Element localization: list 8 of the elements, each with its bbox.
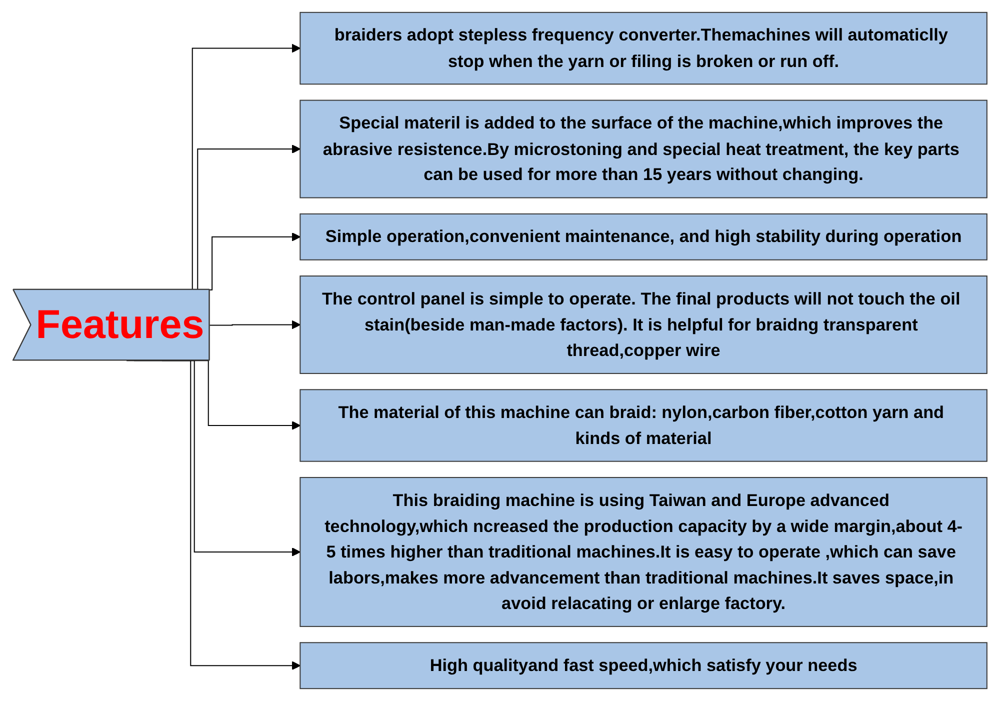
node-box: The material of this machine can braid: nylon,carbon fiber,cotton yarn and kinds of material [300,389,988,462]
node-box: braiders adopt stepless frequency converter.Themachines will automaticlly stop when the yarn or filing is broken or run off. [300,12,988,85]
node-box: This braiding machine is using Taiwan and Europe advanced technology,which ncreased the production capacity by a wide margin,about 4-5 times higher than traditional machines.It is easy to operate ,which can save labors,makes more advancement than traditional machines.It saves space,in avoid relacating or enlarge factory. [300,477,988,627]
node-box: Special materil is added to the surface of the machine,which improves the abrasive resistence.By microstoning and special heat treatment, the key parts can be used for more than 15 years without changing. [300,100,988,198]
node-box: The control panel is simple to operate. The final products will not touch the oil stain(beside man-made factors). It is helpful for braidng transparent thread,copper wire [300,276,988,374]
arrow [210,320,301,330]
node-box: High qualityand fast speed,which satisfy your needs [300,642,988,690]
node-box: Simple operation,convenient maintenance, and high stability during operation [300,213,988,260]
